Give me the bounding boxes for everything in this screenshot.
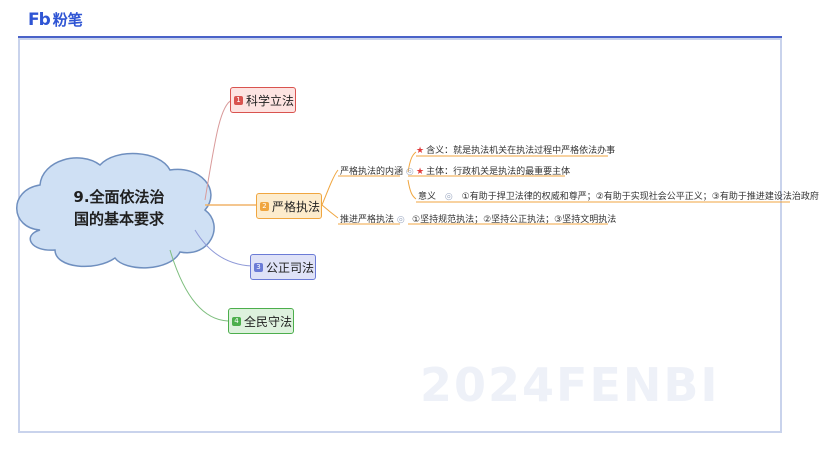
root-line-1: 9.全面依法治 [73,188,165,206]
branch-3-label: 公正司法 [266,260,315,275]
branch-3-badge: 3 [254,262,263,272]
sub-node-inner-label: 严格执法的内涵 [340,167,404,177]
branch-4-badge: 4 [232,316,241,326]
root-cloud [16,152,215,269]
leaf-promote: ①坚持规范执法；②坚持公正执法；③坚持文明执法 [412,212,616,225]
leaf-significance-text: ①有助于捍卫法律的权威和尊严；②有助于实现社会公平正义；③有助于推进建设法治政府 [461,192,819,202]
leaf-significance: 意义 ◎ ①有助于捍卫法律的权威和尊严；②有助于实现社会公平正义；③有助于推进建… [418,189,819,202]
branch-1-label: 科学立法 [246,93,295,108]
branch-3-gongzheng-sifa[interactable]: 3 公正司法 [250,254,316,280]
leaf-significance-label: 意义 [418,192,437,202]
branch-1-kexue-lifa[interactable]: 1 科学立法 [230,87,296,113]
collapse-circle-icon: ◎ [396,215,405,225]
star-icon: ★ [416,167,425,177]
mindmap-connectors [16,99,790,322]
sub-node-promote-label: 推进严格执法 [340,215,395,225]
leaf-definition-text: 含义：就是执法机关在执法过程中严格依法办事 [426,146,616,156]
branch-1-badge: 1 [234,95,243,105]
slide-frame [18,38,782,433]
leaf-subject: ★主体：行政机关是执法的最重要主体 [416,164,570,177]
branch-2-badge: 2 [260,201,269,211]
leaf-definition: ★含义：就是执法机关在执法过程中严格依法办事 [416,143,615,156]
leaf-promote-text: ①坚持规范执法；②坚持公正执法；③坚持文明执法 [412,215,617,225]
branch-4-label: 全民守法 [244,314,293,329]
brand-logo: Fb 粉笔 [28,9,83,30]
root-topic: 9.全面依法治 国的基本要求 [44,186,194,230]
brand-name: 粉笔 [52,11,83,29]
leaf-subject-text: 主体：行政机关是执法的最重要主体 [426,167,571,177]
star-icon: ★ [416,146,425,156]
branch-4-quanmin-shoufa[interactable]: 4 全民守法 [228,308,294,334]
branch-2-yange-zhifa[interactable]: 2 严格执法 [256,193,322,219]
branch-2-label: 严格执法 [272,199,321,214]
root-line-2: 国的基本要求 [73,210,164,228]
frame-top-border [18,36,782,39]
watermark: 2024FENBI [420,358,720,412]
sub-node-promote: 推进严格执法 ◎ [340,212,405,225]
collapse-circle-icon: ◎ [444,192,453,202]
collapse-circle-icon: ◎ [405,167,414,177]
sub-node-inner: 严格执法的内涵 ◎ [340,164,414,177]
brand-mark: Fb [28,9,51,30]
